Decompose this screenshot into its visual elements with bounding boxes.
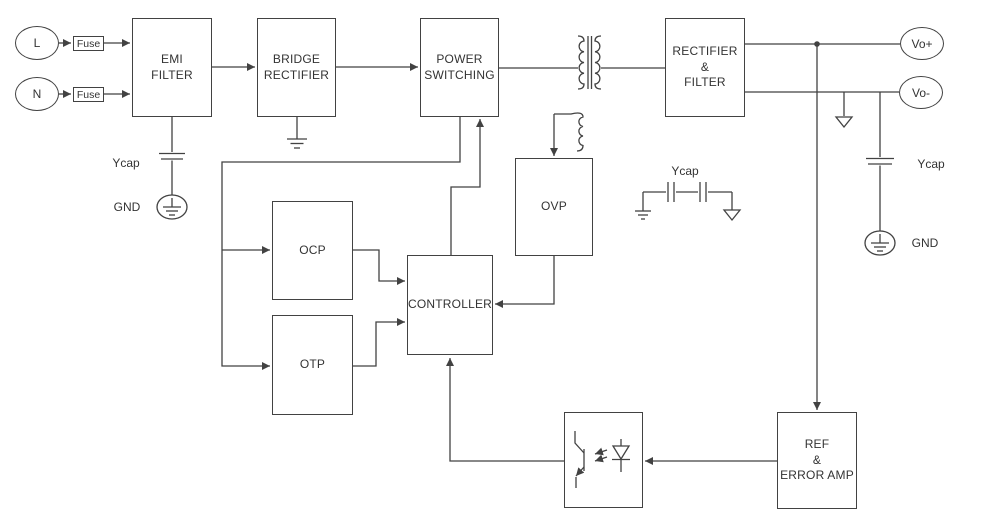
wire-otp-to-controller	[353, 318, 405, 367]
block-power-switching: POWER SWITCHING	[420, 18, 499, 117]
chassis-ground-icon	[834, 92, 854, 129]
wire-optocoupler-to-controller	[446, 358, 564, 462]
fuse-line-label: Fuse	[76, 37, 101, 50]
block-ref-error-amp-label: REF & ERROR AMP	[780, 437, 854, 483]
aux-winding-icon	[550, 112, 584, 156]
block-otp-label: OTP	[299, 357, 326, 372]
block-ocp: OCP	[272, 201, 353, 300]
label-ycap-primary: Ycap	[112, 156, 140, 170]
terminal-neutral-label: N	[32, 87, 42, 101]
ycap-primary-capacitor-icon	[159, 117, 185, 195]
terminal-line: L	[15, 26, 59, 60]
block-ref-error-amp: REF & ERROR AMP	[777, 412, 857, 509]
ycap-secondary-capacitor-icon	[866, 92, 894, 231]
block-ovp: OVP	[515, 158, 593, 256]
block-controller: CONTROLLER	[407, 255, 493, 355]
block-bridge-rectifier: BRIDGE RECTIFIER	[257, 18, 336, 117]
gnd-primary-protective-earth-icon	[156, 194, 188, 220]
terminal-neutral: N	[15, 77, 59, 111]
block-rectifier-filter: RECTIFIER & FILTER	[665, 18, 745, 117]
block-otp: OTP	[272, 315, 353, 415]
gnd-secondary-protective-earth-icon	[864, 230, 896, 256]
junction-dot	[814, 41, 820, 47]
ycap-bridging-capacitor-icon	[635, 182, 742, 222]
wire-vo-plus-to-ref	[813, 41, 821, 410]
fuse-line: Fuse	[73, 36, 104, 51]
terminal-vo-plus-label: Vo+	[911, 36, 933, 51]
wire-ocp-to-controller	[353, 249, 405, 285]
block-emi-filter: EMI FILTER	[132, 18, 212, 117]
wire-controller-to-power-switching	[450, 119, 484, 255]
terminal-line-label: L	[33, 36, 41, 50]
fuse-neutral: Fuse	[73, 87, 104, 102]
block-ovp-label: OVP	[541, 199, 567, 214]
label-ycap-bridging: Ycap	[671, 164, 699, 178]
block-emi-filter-label: EMI FILTER	[151, 51, 193, 82]
block-optocoupler	[564, 412, 643, 508]
block-ocp-label: OCP	[299, 242, 326, 257]
label-gnd-primary: GND	[113, 200, 141, 214]
block-power-switching-label: POWER SWITCHING	[424, 51, 495, 82]
block-bridge-rectifier-label: BRIDGE RECTIFIER	[263, 51, 330, 82]
wire-ovp-to-controller	[495, 256, 555, 308]
block-controller-label: CONTROLLER	[408, 297, 493, 312]
transformer-icon	[577, 35, 602, 90]
bridge-earth-ground-icon	[287, 117, 307, 149]
terminal-vo-minus-label: Vo-	[911, 85, 930, 100]
label-ycap-secondary: Ycap	[917, 157, 945, 171]
block-rectifier-filter-label: RECTIFIER & FILTER	[672, 44, 738, 90]
terminal-vo-minus: Vo-	[899, 76, 943, 109]
fuse-neutral-label: Fuse	[76, 88, 101, 101]
label-gnd-secondary: GND	[911, 236, 939, 250]
terminal-vo-plus: Vo+	[900, 27, 944, 60]
